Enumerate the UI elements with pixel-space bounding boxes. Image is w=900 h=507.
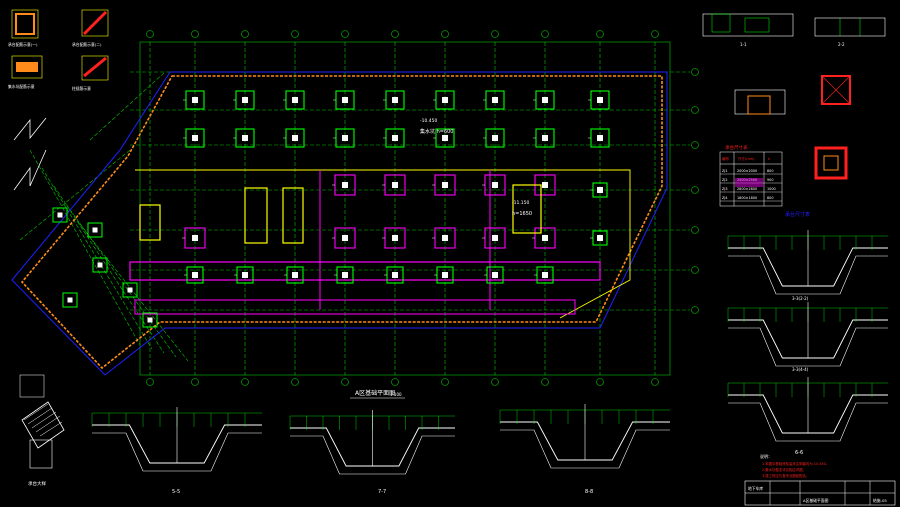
table-cell: 800: [767, 169, 773, 173]
sample-label: 承台大样: [28, 480, 46, 487]
section-1-label: 1-1: [740, 42, 747, 47]
svg-text:h: h: [768, 157, 770, 161]
legend-panel: 承台配筋示意(一) 承台配筋示意(二) 集水坑配筋示意 柱插筋示意 承台大样: [8, 9, 109, 487]
pit-band-2: [134, 299, 576, 315]
table-cell: ZJ3: [722, 187, 727, 191]
section-2-label: 2-2: [838, 42, 845, 47]
title-drawing-no: 结施-05: [873, 498, 887, 503]
section-5-label: 5-5: [172, 489, 180, 495]
pit-label-b: h=1650: [512, 211, 532, 217]
cap-table-title: 承台尺寸表: [725, 144, 748, 151]
inner-wall: [135, 169, 631, 319]
svg-text:承台配筋示意(一): 承台配筋示意(一): [8, 42, 38, 47]
section-7-label: 7-7: [378, 489, 386, 495]
right-sections: [727, 230, 888, 442]
plan-title: A区基础平面图: [355, 389, 395, 397]
svg-text:尺寸(mm): 尺寸(mm): [738, 156, 755, 161]
title-block: 地下车库 A区基础平面图 结施-05: [744, 480, 896, 506]
svg-text:说明：: 说明：: [760, 453, 772, 459]
pit-b: [282, 187, 304, 244]
svg-text:编号: 编号: [722, 156, 730, 161]
svg-text:1.本图中基础底标高未注明者均为-10.450。: 1.本图中基础底标高未注明者均为-10.450。: [762, 461, 829, 466]
pit-c: [512, 184, 542, 234]
table-cell: 1800×1800: [737, 196, 757, 200]
pit-label-a: 集水坑 h=600: [420, 128, 454, 135]
section-3-label: 3-3(2-2): [792, 296, 809, 301]
elev-label-b: -11.150: [512, 200, 530, 206]
table-cell: 800: [767, 196, 773, 200]
table-cell: 2500×2500: [737, 178, 757, 182]
svg-text:集水坑配筋示意: 集水坑配筋示意: [8, 84, 35, 89]
bottom-sections: [91, 404, 670, 475]
title-sheet: A区基础平面图: [803, 498, 829, 503]
pit-d: [139, 204, 161, 241]
plan-scale: 1:100: [390, 392, 402, 397]
svg-text:承台配筋示意(二): 承台配筋示意(二): [72, 42, 102, 47]
title-project: 地下车库: [748, 486, 763, 491]
notes: 说明： 1.本图中基础底标高未注明者均为-10.450。 2.集水坑做法详见相应…: [760, 453, 829, 478]
svg-text:2.集水坑做法详见相应详图。: 2.集水坑做法详见相应详图。: [762, 467, 806, 472]
slab-outline: [11, 71, 668, 376]
table-cell: 2000×2000: [737, 169, 757, 173]
section-4-label: 3-3(4-4): [792, 367, 809, 372]
svg-text:承台尺寸表: 承台尺寸表: [785, 211, 810, 218]
table-cell: 1000: [767, 187, 776, 191]
svg-text:3.施工时应与各专业图纸配合。: 3.施工时应与各专业图纸配合。: [762, 473, 809, 478]
table-cell: ZJ2: [722, 178, 727, 182]
section-6-label: 6-6: [795, 450, 803, 456]
elev-label-a: -10.450: [420, 118, 438, 124]
table-cell: 2800×2800: [737, 187, 757, 191]
foundation-plan: 集水坑 h=600 h=1650 -10.450 -11.150 A区基础平面图…: [11, 30, 699, 399]
svg-text:柱插筋示意: 柱插筋示意: [72, 86, 91, 91]
table-cell: ZJ4: [722, 196, 727, 200]
table-cell: ZJ1: [722, 169, 727, 173]
pit-a: [244, 187, 268, 244]
pit-band: [129, 261, 601, 281]
retaining-wall: [20, 75, 663, 370]
right-details: 1-1 2-2 承台尺寸表: [702, 13, 886, 218]
pile-caps: [52, 90, 610, 328]
table-cell: 900: [767, 178, 773, 182]
section-8-label: 8-8: [585, 489, 593, 495]
